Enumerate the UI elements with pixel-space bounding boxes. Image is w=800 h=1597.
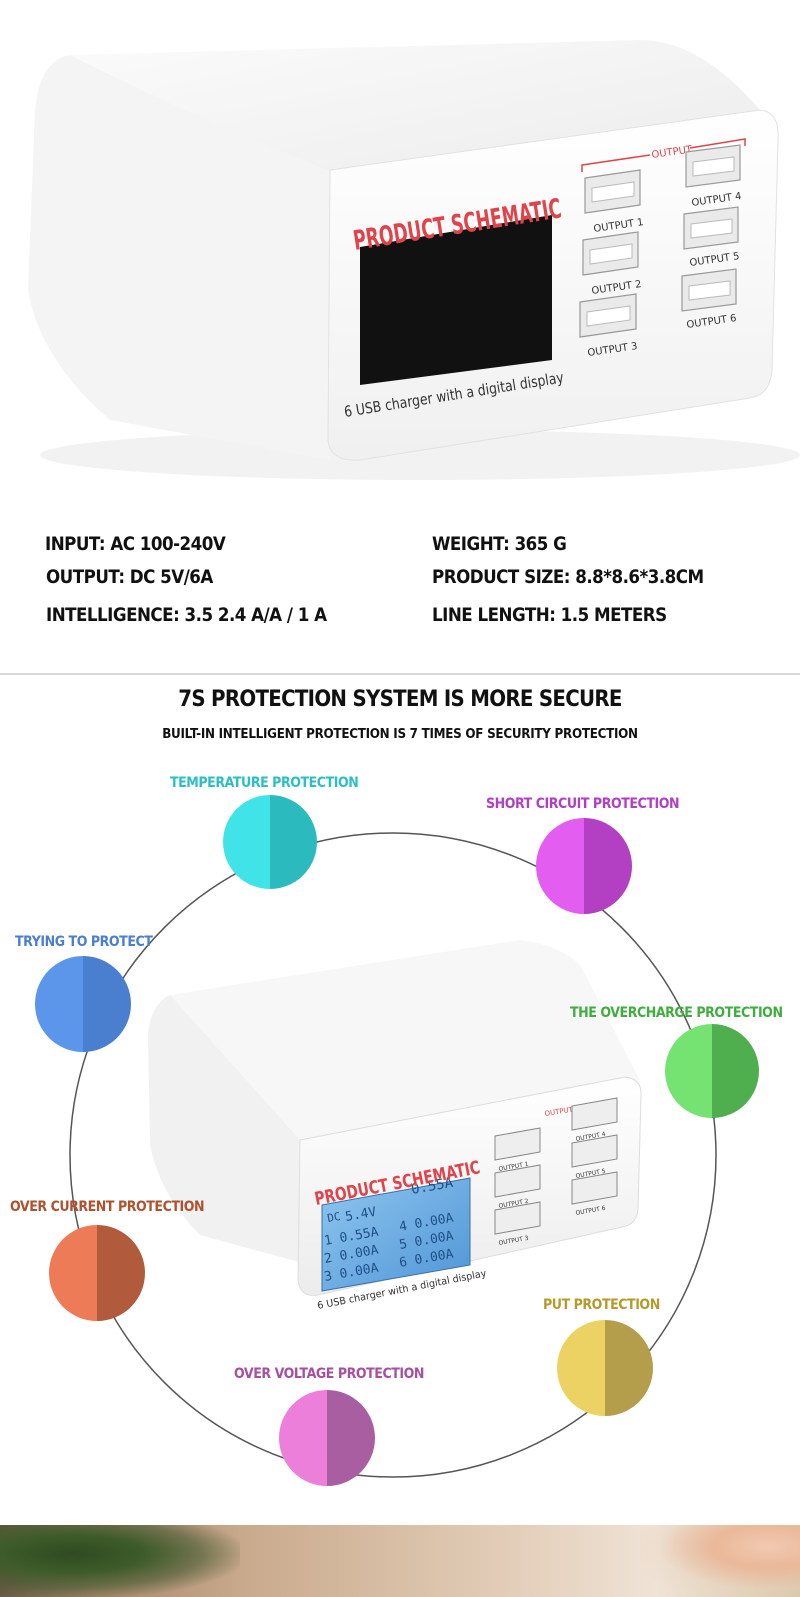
protection-diagram: DC 5.4V 0.55A 1 0.55A 2 0.00A 3 0.00A 4 … bbox=[35, 795, 759, 1486]
spec-output: OUTPUT: DC 5V/6A bbox=[46, 566, 213, 588]
label-temperature-protection: TEMPERATURE PROTECTION bbox=[170, 775, 359, 791]
product-hero-image: PRODUCT SCHEMATIC 6 USB charger with a d… bbox=[0, 0, 800, 500]
flower-decoration bbox=[640, 1525, 800, 1597]
lifestyle-photo-strip bbox=[0, 1525, 800, 1597]
protection-title: 7S PROTECTION SYSTEM IS MORE SECURE bbox=[178, 687, 622, 712]
lcd-voltage-prefix: DC bbox=[326, 1210, 341, 1225]
lcd-voltage: 5.4V bbox=[344, 1205, 378, 1225]
usb-port-2 bbox=[582, 231, 639, 276]
label-trying-to-protect: TRYING TO PROTECT bbox=[15, 934, 153, 950]
label-over-current-protection: OVER CURRENT PROTECTION bbox=[10, 1199, 205, 1215]
spec-size: PRODUCT SIZE: 8.8*8.6*3.8CM bbox=[432, 566, 704, 588]
temperature-protection-icon bbox=[223, 795, 317, 889]
label-put-protection: PUT PROTECTION bbox=[543, 1297, 660, 1313]
usb-port-4 bbox=[685, 144, 741, 188]
spec-line-length: LINE LENGTH: 1.5 METERS bbox=[432, 604, 667, 626]
charger-device-illustration: DC 5.4V 0.55A 1 0.55A 2 0.00A 3 0.00A 4 … bbox=[148, 940, 642, 1312]
overcharge-protection-icon bbox=[665, 1024, 759, 1118]
usb-port-1 bbox=[584, 169, 641, 214]
usb-port-3 bbox=[579, 293, 637, 338]
spec-intelligence: INTELLIGENCE: 3.5 2.4 A/A / 1 A bbox=[46, 604, 327, 626]
charger-illustration: PRODUCT SCHEMATIC 6 USB charger with a d… bbox=[28, 40, 800, 480]
over-voltage-protection-icon bbox=[279, 1390, 375, 1486]
label-overcharge-protection: THE OVERCHARGE PROTECTION bbox=[570, 1005, 783, 1021]
section-divider bbox=[0, 673, 800, 675]
trying-to-protect-icon bbox=[35, 956, 131, 1052]
plant-leaves bbox=[0, 1525, 240, 1597]
spec-list: INPUT: AC 100-240V OUTPUT: DC 5V/6A INTE… bbox=[0, 520, 800, 660]
label-short-circuit-protection: SHORT CIRCUIT PROTECTION bbox=[486, 796, 680, 812]
lcd-total-current: 0.55A bbox=[410, 1175, 455, 1198]
usb-port-5 bbox=[683, 206, 739, 250]
protection-section: DC 5.4V 0.55A 1 0.55A 2 0.00A 3 0.00A 4 … bbox=[0, 675, 800, 1525]
put-protection-icon bbox=[557, 1320, 653, 1416]
spec-input: INPUT: AC 100-240V bbox=[45, 533, 226, 555]
protection-subtitle: BUILT-IN INTELLIGENT PROTECTION IS 7 TIM… bbox=[162, 727, 638, 742]
short-circuit-protection-icon bbox=[536, 818, 632, 914]
label-over-voltage-protection: OVER VOLTAGE PROTECTION bbox=[234, 1366, 424, 1382]
usb-port-6 bbox=[681, 268, 737, 312]
spec-weight: WEIGHT: 365 G bbox=[432, 533, 567, 555]
protection-ring bbox=[69, 832, 717, 1478]
over-current-protection-icon bbox=[49, 1225, 145, 1321]
